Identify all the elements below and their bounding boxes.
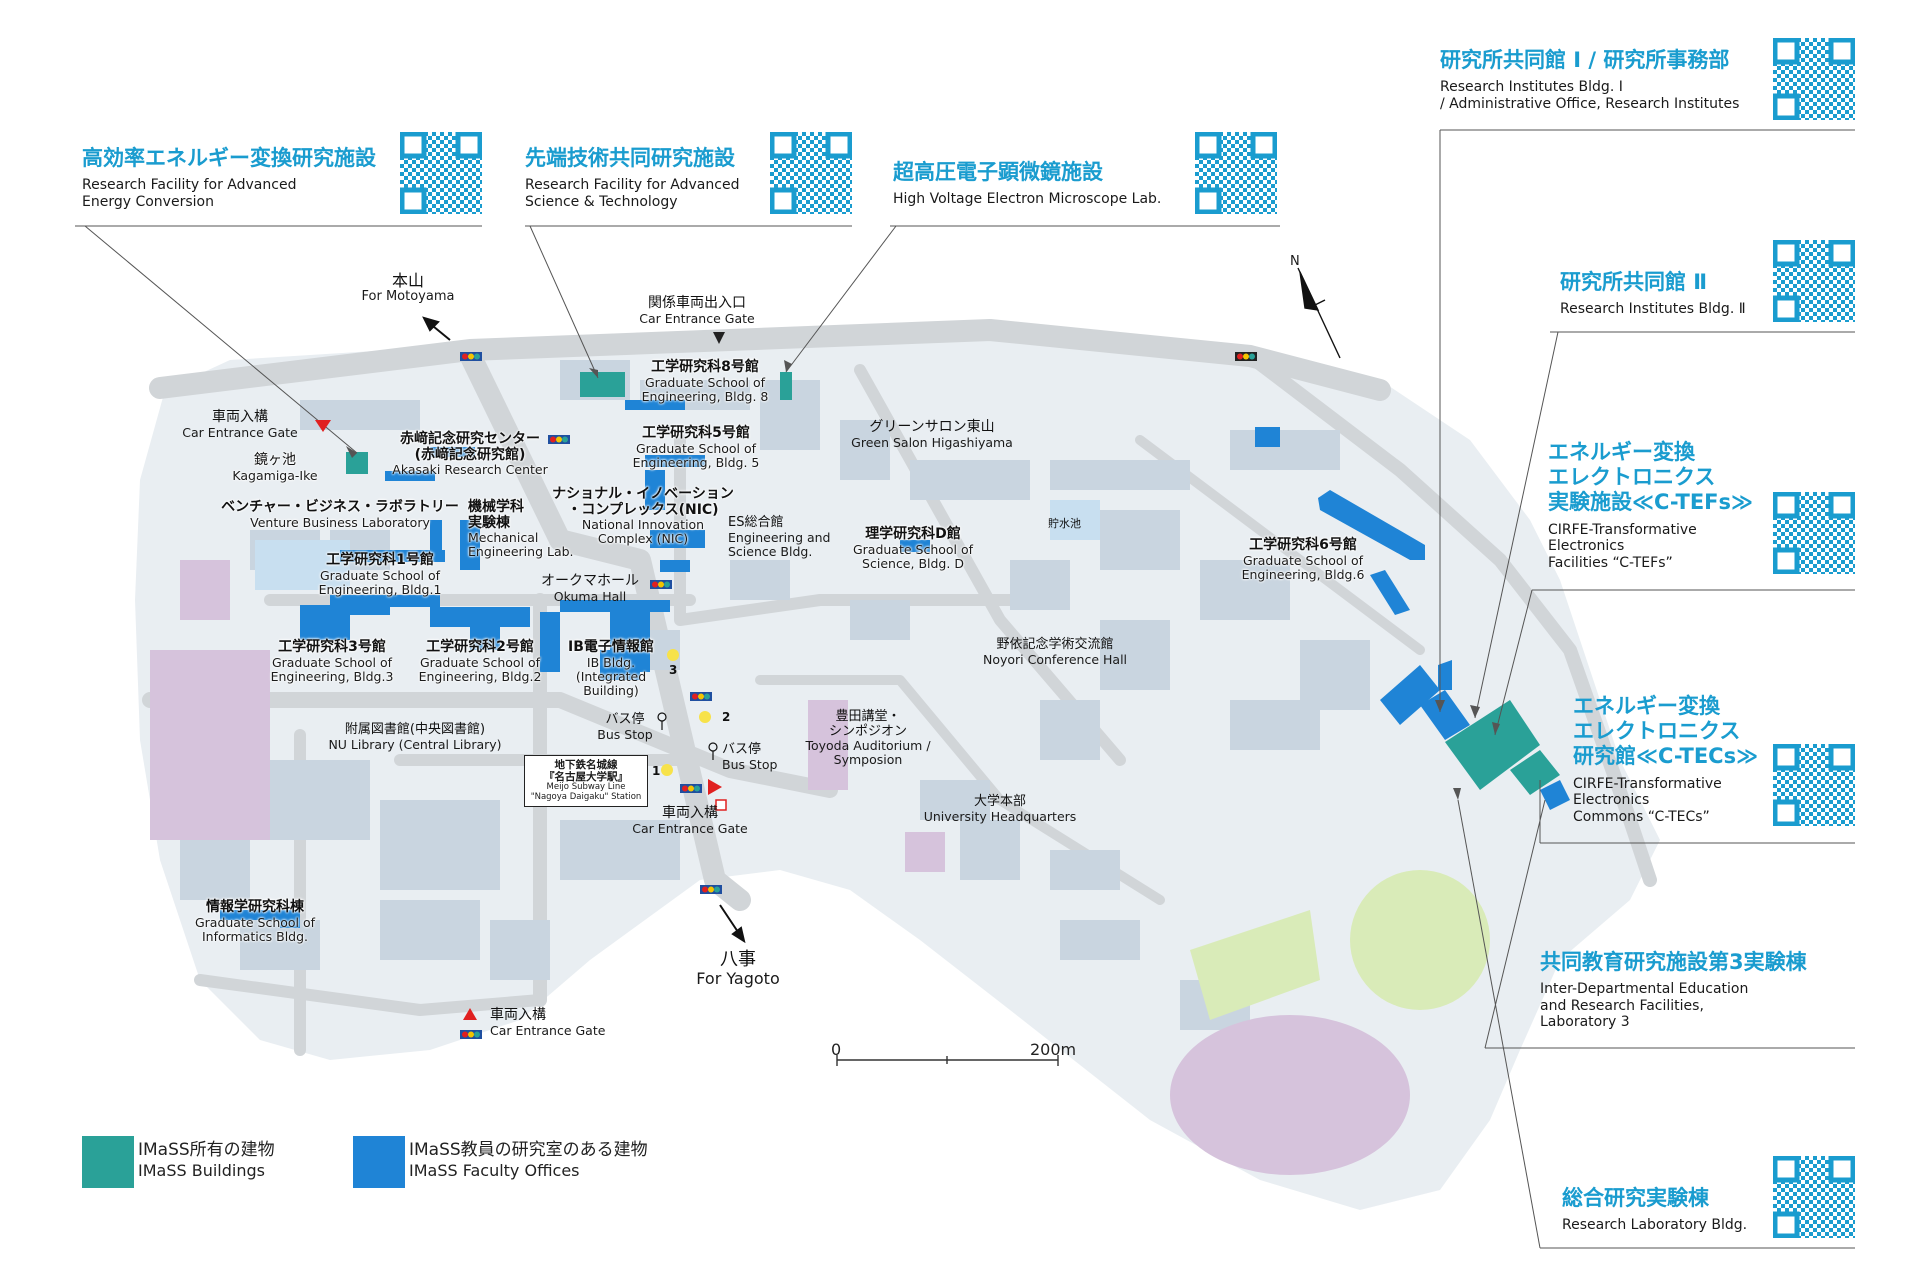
callout-leaders xyxy=(75,129,1855,1249)
north-arrow xyxy=(1297,267,1341,359)
label-hq: 大学本部 University Headquarters xyxy=(923,794,1077,824)
bus-number-1: 1 xyxy=(652,764,661,778)
car-gate-nw-marker xyxy=(315,420,331,432)
callout-ctecs: エネルギー変換 エレクトロニクス 研究館≪C-TECs≫ CIRFE-Trans… xyxy=(1573,694,1759,825)
label-nic: ナショナル・イノベーション ・コンプレックス(NIC) National Inn… xyxy=(552,486,734,547)
label-car-gate-center: 車両入構 Car Entrance Gate xyxy=(632,805,748,836)
imass-buildings xyxy=(346,372,1560,795)
label-car-gate-nw: 車両入構 Car Entrance Gate xyxy=(182,409,298,440)
callout-ctefs: エネルギー変換 エレクトロニクス 実験施設≪C-TEFs≫ CIRFE-Tran… xyxy=(1548,440,1754,571)
label-akasaki: 赤﨑記念研究センター (赤﨑記念研究館) Akasaki Research Ce… xyxy=(392,431,548,478)
label-informatics: 情報学研究科棟 Graduate School of Informatics B… xyxy=(194,899,316,944)
other-buildings xyxy=(180,360,1370,1030)
scale-start: 0 xyxy=(831,1040,842,1059)
label-car-gate-south: 車両入構 Car Entrance Gate xyxy=(490,1007,606,1038)
north-label: N xyxy=(1290,254,1300,269)
qr-code-ri-bldg1[interactable] xyxy=(1773,38,1855,120)
qr-code-hvem[interactable] xyxy=(1195,132,1277,214)
label-toyoda: 豊田講堂・ シンポジオン Toyoda Auditorium / Symposi… xyxy=(805,709,931,768)
label-eng8: 工学研究科8号館 Graduate School of Engineering,… xyxy=(641,359,769,404)
qr-code-high-efficiency[interactable] xyxy=(400,132,482,214)
toyoda-auditorium xyxy=(808,700,848,790)
qr-code-ctefs[interactable] xyxy=(1773,492,1855,574)
direction-arrows xyxy=(422,316,746,944)
label-eng5: 工学研究科5号館 Graduate School of Engineering,… xyxy=(632,425,760,470)
reservoir xyxy=(1050,500,1100,540)
callout-hvem: 超高圧電子顕微鏡施設 High Voltage Electron Microsc… xyxy=(893,160,1162,208)
callout-arrowheads xyxy=(346,360,1500,800)
callout-research-lab: 総合研究実験棟 Research Laboratory Bldg. xyxy=(1562,1186,1748,1234)
callout-ri-bldg1: 研究所共同館 Ⅰ / 研究所事務部 Research Institutes Bl… xyxy=(1440,48,1740,112)
callout-lab3: 共同教育研究施設第3実験棟 Inter-Departmental Educati… xyxy=(1540,950,1807,1031)
legend-swatch-blue xyxy=(353,1136,405,1188)
label-eng1: 工学研究科1号館 Graduate School of Engineering,… xyxy=(318,552,442,597)
qr-code-research-lab[interactable] xyxy=(1773,1156,1855,1238)
label-ib: IB電子情報館 IB Bldg. (Integrated Building) xyxy=(568,639,654,698)
label-yagoto: 八事 For Yagoto xyxy=(696,949,780,989)
label-motoyama: 本山 For Motoyama xyxy=(361,271,455,304)
callout-advanced-science: 先端技術共同研究施設 Research Facility for Advance… xyxy=(525,146,740,210)
imass-faculty-buildings xyxy=(220,400,1570,928)
car-gate-center-marker xyxy=(708,779,722,795)
label-venture: ベンチャー・ビジネス・ラボラトリー Venture Business Labor… xyxy=(221,499,459,530)
qr-code-ctecs[interactable] xyxy=(1773,744,1855,826)
subway-station-box: 地下鉄名城線 『名古屋大学駅』 Meijo Subway Line "Nagoy… xyxy=(524,755,648,807)
callout-ri-bldg2: 研究所共同館 Ⅱ Research Institutes Bldg. Ⅱ xyxy=(1560,270,1746,318)
label-noyori: 野依記念学術交流館 Noyori Conference Hall xyxy=(982,637,1128,667)
bus-stop-markers xyxy=(657,649,718,776)
hq-purple xyxy=(905,832,945,872)
purple-area-small xyxy=(180,560,230,620)
traffic-lights xyxy=(460,352,1257,1039)
label-green-salon: グリーンサロン東山 Green Salon Higashiyama xyxy=(851,419,1013,450)
label-mech-lab: 機械学科 実験棟 Mechanical Engineering Lab. xyxy=(468,499,574,560)
scale-bar xyxy=(836,1055,1059,1066)
label-eng3: 工学研究科3号館 Graduate School of Engineering,… xyxy=(270,639,394,684)
label-okuma: オークマホール Okuma Hall xyxy=(541,573,639,604)
car-gate-south-marker xyxy=(463,1008,477,1020)
bus-number-2: 2 xyxy=(722,710,731,724)
label-kagamiga: 鏡ヶ池 Kagamiga-Ike xyxy=(232,452,318,483)
car-gate-top-marker xyxy=(713,332,725,344)
label-reservoir: 貯水池 xyxy=(1048,517,1081,530)
green-field xyxy=(1190,910,1320,1020)
label-sci-d: 理学研究科D館 Graduate School of Science, Bldg… xyxy=(852,526,974,571)
scale-end: 200m xyxy=(1030,1040,1077,1059)
athletic-field xyxy=(1350,870,1490,1010)
callout-high-efficiency: 高効率エネルギー変換研究施設 Research Facility for Adv… xyxy=(82,146,376,210)
bus-number-3: 3 xyxy=(669,663,678,677)
label-es: ES総合館 Engineering and Science Bldg. xyxy=(728,515,831,559)
kagamiga-pond xyxy=(255,540,350,590)
stadium-purple xyxy=(1170,1015,1410,1175)
label-bus-stop-1: バス停 Bus Stop xyxy=(597,712,653,742)
car-gate-center-square xyxy=(715,799,727,811)
legend-swatch-teal xyxy=(82,1136,134,1188)
label-bus-stop-2: バス停 Bus Stop xyxy=(722,742,778,772)
qr-code-ri-bldg2[interactable] xyxy=(1773,240,1855,322)
label-eng6: 工学研究科6号館 Graduate School of Engineering,… xyxy=(1241,537,1365,582)
label-library: 附属図書館(中央図書館) NU Library (Central Library… xyxy=(328,722,502,752)
label-car-gate-top: 関係車両出入口 Car Entrance Gate xyxy=(639,295,755,326)
purple-area-west xyxy=(150,650,270,840)
label-eng2: 工学研究科2号館 Graduate School of Engineering,… xyxy=(418,639,542,684)
qr-code-advanced-science[interactable] xyxy=(770,132,852,214)
